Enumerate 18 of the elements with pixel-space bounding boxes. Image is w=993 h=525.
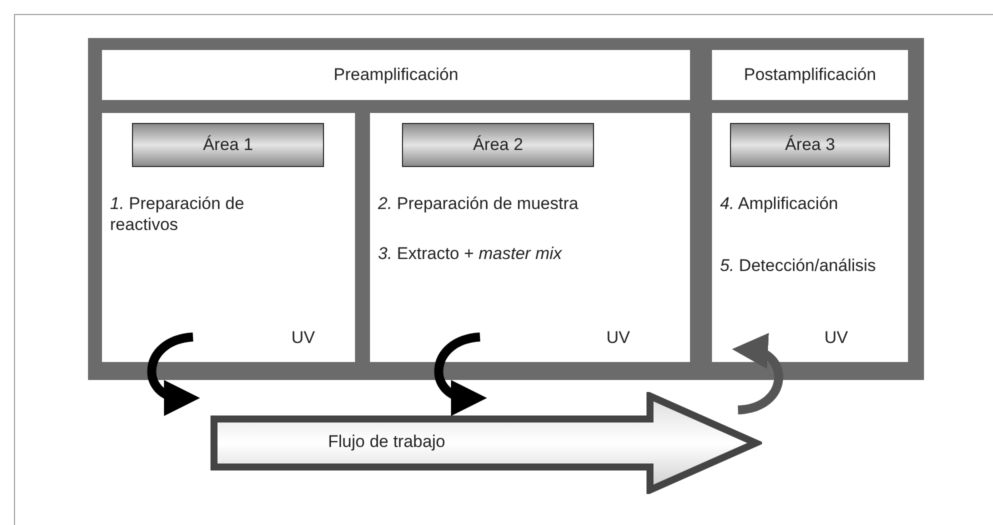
step-text: 2. Preparación de muestra <box>378 193 580 214</box>
step-text: 4. Amplificación <box>720 193 840 214</box>
room <box>712 113 908 362</box>
step-text: 3. Extracto + master mix <box>378 243 563 264</box>
step-text: 1. Preparación de reactivos <box>110 193 246 235</box>
section-header: Preamplificación <box>102 50 690 100</box>
room-label: UV <box>824 328 848 348</box>
room-label: UV <box>606 328 630 348</box>
step-text: 5. Detección/análisis <box>720 255 877 276</box>
section-header: Postamplificación <box>712 50 908 100</box>
room-label: UV <box>291 328 315 348</box>
room <box>102 113 355 362</box>
area-label: Área 1 <box>132 123 324 167</box>
block-arrow <box>210 392 762 494</box>
room <box>370 113 690 362</box>
arrow-label: Flujo de trabajo <box>328 432 446 452</box>
area-label: Área 2 <box>402 123 594 167</box>
area-label: Área 3 <box>730 123 890 167</box>
